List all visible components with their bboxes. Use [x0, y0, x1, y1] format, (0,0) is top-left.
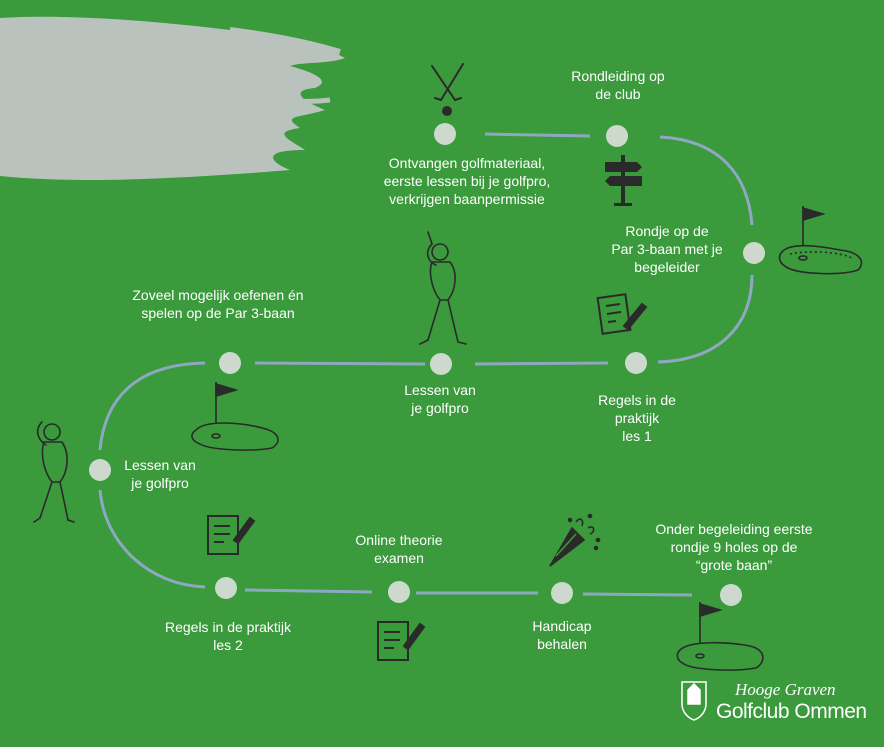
golf-clubs-icon	[431, 63, 464, 116]
party-popper-icon	[549, 513, 601, 567]
node-4	[625, 352, 647, 374]
node-8	[215, 577, 237, 599]
node-1	[434, 123, 456, 145]
golfer-icon	[419, 231, 467, 345]
signpost-icon	[605, 155, 642, 206]
nodes	[89, 123, 765, 606]
step-3-label: Rondje op de Par 3-baan met je begeleide…	[611, 223, 723, 275]
node-3	[743, 242, 765, 264]
flag-green-icon	[778, 206, 863, 275]
step-6-label: Zoveel mogelijk oefenen én spelen op de …	[132, 287, 304, 321]
logo-name: Golfclub Ommen	[716, 700, 867, 723]
step-11-label: Onder begeleiding eerste rondje 9 holes …	[655, 521, 813, 573]
node-7	[89, 459, 111, 481]
brush-stroke	[0, 16, 345, 181]
club-crest-icon	[681, 681, 707, 721]
flag-green-icon	[676, 602, 764, 671]
clipboard-icon	[596, 293, 648, 335]
step-2-label: Rondleiding op de club	[571, 68, 665, 102]
step-5-label: Lessen van je golfpro	[404, 382, 476, 416]
path-track	[98, 132, 754, 597]
flag-green-icon	[191, 382, 279, 451]
step-10-label: Handicap behalen	[532, 618, 592, 652]
node-9	[388, 581, 410, 603]
clipboard-icon	[207, 515, 256, 555]
step-1-label: Ontvangen golfmateriaal, eerste lessen b…	[383, 155, 551, 207]
node-2	[606, 125, 628, 147]
step-7-label: Lessen van je golfpro	[124, 457, 196, 491]
node-11	[720, 584, 742, 606]
step-8-label: Regels in de praktijk les 2	[164, 619, 292, 653]
clipboard-icon	[377, 621, 426, 661]
golfer-icon	[33, 421, 75, 523]
logo-script: Hooge Graven	[735, 680, 836, 699]
step-9-label: Online theorie examen	[355, 532, 443, 566]
node-5	[430, 353, 452, 375]
step-4-label: Regels in de praktijk les 1	[598, 392, 676, 444]
node-6	[219, 352, 241, 374]
node-10	[551, 582, 573, 604]
